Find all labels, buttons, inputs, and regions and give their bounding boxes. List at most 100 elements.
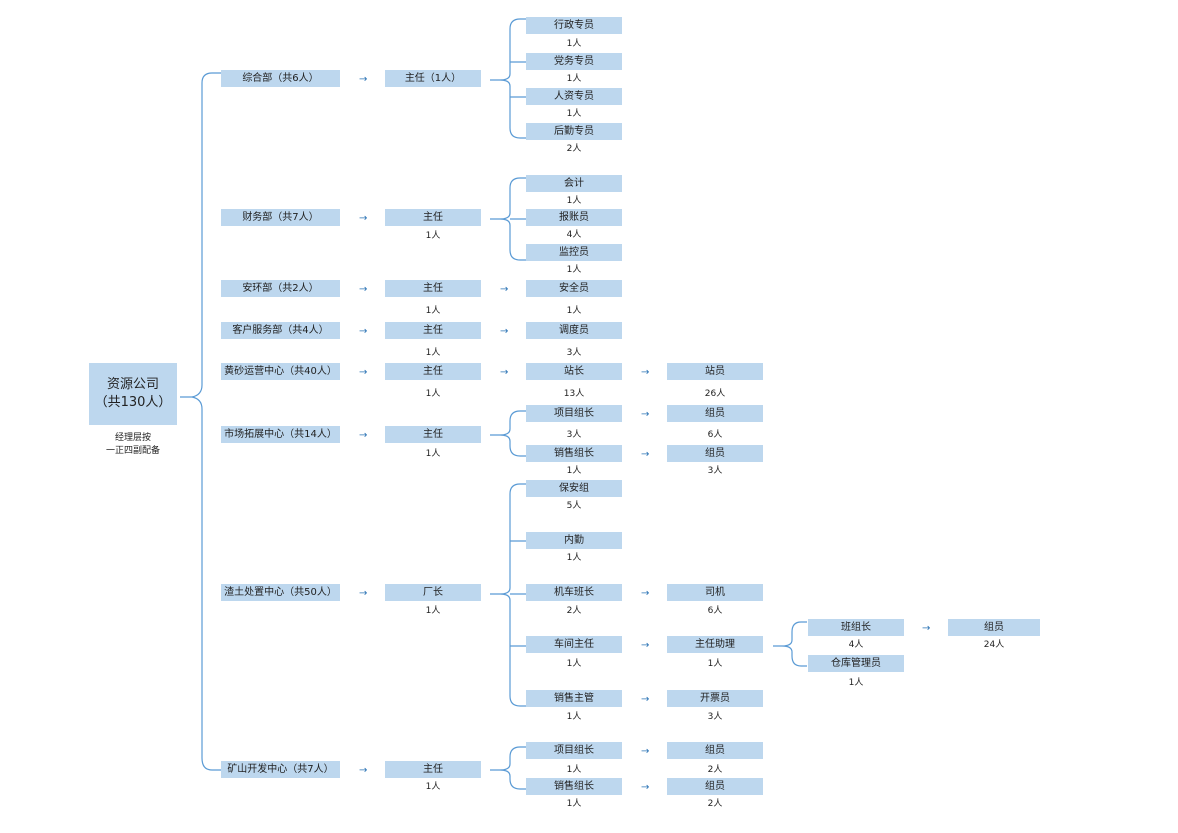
arrow-icon: →	[500, 326, 509, 337]
arrow-icon: →	[641, 409, 650, 420]
role-node: 项目组长	[526, 742, 622, 759]
team-member-count: 24人	[983, 640, 1005, 650]
dept-node: 黄砂运营中心（共40人）	[221, 363, 340, 380]
company-note-line2: 一正四副配备	[105, 446, 160, 456]
sub-role-node: 组员	[667, 778, 763, 795]
sub-role-count: 3人	[707, 466, 723, 476]
dept-node: 综合部（共6人）	[221, 70, 340, 87]
role-node: 销售组长	[526, 445, 622, 462]
head-node: 主任	[385, 280, 481, 297]
dept-node: 渣土处置中心（共50人）	[221, 584, 340, 601]
brace-caiwu	[490, 177, 526, 261]
role-node: 销售组长	[526, 778, 622, 795]
brace-shichang	[490, 410, 526, 457]
arrow-icon: →	[641, 746, 650, 757]
company-note: 经理层按 一正四副配备	[84, 432, 182, 458]
arrow-icon: →	[641, 449, 650, 460]
dept-node: 市场拓展中心（共14人）	[221, 426, 340, 443]
arrow-icon: →	[922, 623, 931, 634]
sub-role-count: 26人	[704, 389, 726, 399]
sub-role-node: 主任助理	[667, 636, 763, 653]
arrow-icon: →	[641, 588, 650, 599]
role-count: 1人	[566, 712, 582, 722]
role-node: 销售主管	[526, 690, 622, 707]
head-count: 1人	[425, 231, 441, 241]
brace-kuangshan	[490, 746, 526, 790]
arrow-icon: →	[359, 326, 368, 337]
brace-zonghe	[490, 18, 526, 139]
head-count: 1人	[425, 389, 441, 399]
role-node: 监控员	[526, 244, 622, 261]
role-node: 机车班长	[526, 584, 622, 601]
arrow-icon: →	[641, 782, 650, 793]
role-node: 报账员	[526, 209, 622, 226]
sub-role-count: 3人	[707, 712, 723, 722]
head-node: 主任（1人）	[385, 70, 481, 87]
role-count: 1人	[566, 466, 582, 476]
arrow-icon: →	[359, 430, 368, 441]
company-note-line1: 经理层按	[114, 433, 151, 443]
team-member-node: 组员	[948, 619, 1040, 636]
arrow-icon: →	[359, 74, 368, 85]
team-node: 仓库管理员	[808, 655, 904, 672]
sub-role-node: 站员	[667, 363, 763, 380]
sub-role-count: 6人	[707, 606, 723, 616]
root-brace	[180, 72, 222, 771]
role-count: 4人	[566, 230, 582, 240]
head-node: 主任	[385, 426, 481, 443]
head-node: 主任	[385, 761, 481, 778]
head-count: 1人	[425, 348, 441, 358]
role-count: 2人	[566, 144, 582, 154]
team-count: 1人	[848, 678, 864, 688]
role-count: 13人	[563, 389, 585, 399]
sub-role-count: 1人	[707, 659, 723, 669]
head-node: 主任	[385, 363, 481, 380]
company-total: （共130人）	[94, 395, 172, 410]
role-node: 内勤	[526, 532, 622, 549]
role-node: 保安组	[526, 480, 622, 497]
arrow-icon: →	[641, 694, 650, 705]
company-name: 资源公司	[106, 377, 159, 392]
sub-role-node: 组员	[667, 445, 763, 462]
role-count: 1人	[566, 196, 582, 206]
role-count: 1人	[566, 799, 582, 809]
role-node: 车间主任	[526, 636, 622, 653]
head-node: 主任	[385, 322, 481, 339]
sub-role-count: 6人	[707, 430, 723, 440]
company-node: 资源公司 （共130人）	[89, 363, 177, 425]
dept-node: 安环部（共2人）	[221, 280, 340, 297]
dept-node: 矿山开发中心（共7人）	[221, 761, 340, 778]
sub-role-node: 开票员	[667, 690, 763, 707]
sub-role-node: 组员	[667, 405, 763, 422]
head-node: 主任	[385, 209, 481, 226]
arrow-icon: →	[359, 213, 368, 224]
role-node: 调度员	[526, 322, 622, 339]
role-count: 1人	[566, 265, 582, 275]
head-count: 1人	[425, 449, 441, 459]
role-count: 1人	[566, 306, 582, 316]
role-count: 1人	[566, 765, 582, 775]
role-node: 项目组长	[526, 405, 622, 422]
arrow-icon: →	[641, 367, 650, 378]
arrow-icon: →	[500, 367, 509, 378]
role-count: 3人	[566, 348, 582, 358]
head-count: 1人	[425, 306, 441, 316]
head-count: 1人	[425, 606, 441, 616]
sub-role-node: 司机	[667, 584, 763, 601]
arrow-icon: →	[500, 284, 509, 295]
team-node: 班组长	[808, 619, 904, 636]
role-count: 1人	[566, 74, 582, 84]
role-node: 安全员	[526, 280, 622, 297]
sub-role-count: 2人	[707, 765, 723, 775]
sub-role-node: 组员	[667, 742, 763, 759]
head-node: 厂长	[385, 584, 481, 601]
arrow-icon: →	[359, 765, 368, 776]
role-count: 1人	[566, 39, 582, 49]
brace-zhuli	[773, 621, 807, 667]
role-count: 1人	[566, 659, 582, 669]
brace-zhatu	[490, 483, 526, 707]
role-node: 会计	[526, 175, 622, 192]
sub-role-count: 2人	[707, 799, 723, 809]
